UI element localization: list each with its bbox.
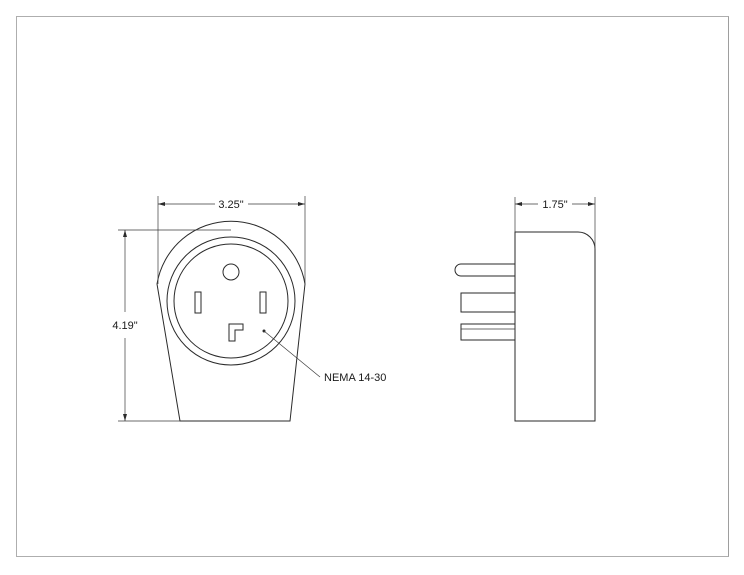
face-inner-circle [173,243,289,359]
height-dimension-label: 4.19" [112,320,137,332]
l-blade [460,323,515,341]
neutral-l-slot [228,323,244,342]
face-outer-ring [166,236,296,366]
width-dimension-label: 3.25" [218,199,243,211]
depth-dimension: 1.75" [514,197,596,249]
nema-callout-label: NEMA 14-30 [324,372,386,384]
height-dimension: 4.19" [112,229,231,422]
right-slot [259,291,267,314]
ground-pin [454,263,515,277]
width-dimension: 3.25" [157,196,306,284]
side-view [454,231,596,422]
depth-dimension-label: 1.75" [542,199,567,211]
front-body-outline [156,220,306,422]
left-slot [194,291,202,314]
flat-blade [460,292,516,313]
side-body-outline [514,231,596,422]
nema-callout: NEMA 14-30 [263,330,386,384]
ground-hole [222,263,240,281]
sheet-border [16,16,729,557]
front-view [156,220,306,422]
